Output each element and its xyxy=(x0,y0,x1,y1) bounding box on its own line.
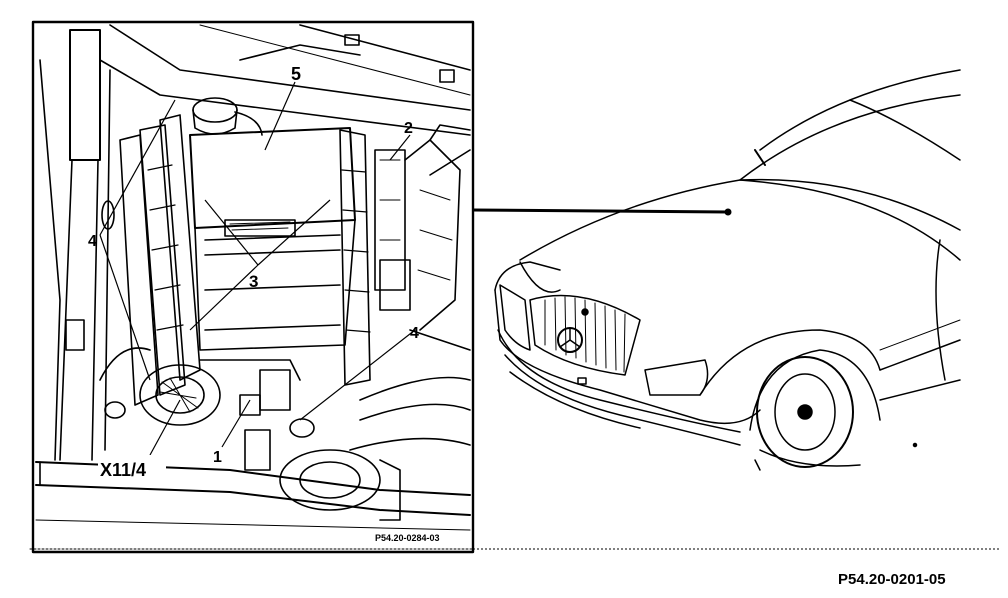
callout-4-left: 4 xyxy=(88,233,97,250)
callout-labels: 5 2 3 4 4 1 X11/4 xyxy=(88,64,419,481)
connector-label-x11-4: X11/4 xyxy=(100,460,146,480)
figure-code: P54.20-0201-05 xyxy=(838,571,946,588)
callout-4-right: 4 xyxy=(410,325,419,342)
detail-frame xyxy=(31,20,475,554)
location-pointer xyxy=(472,208,732,216)
inset-image-code: P54.20-0284-03 xyxy=(375,533,440,543)
callout-3: 3 xyxy=(249,272,258,291)
callout-1: 1 xyxy=(213,449,222,466)
callout-5: 5 xyxy=(291,64,301,84)
leader-lines xyxy=(99,81,416,456)
callout-2: 2 xyxy=(404,120,413,137)
connector-label-bg xyxy=(98,455,166,481)
vehicle-front-view xyxy=(494,69,961,471)
engine-bay-detail-panel xyxy=(29,20,475,554)
